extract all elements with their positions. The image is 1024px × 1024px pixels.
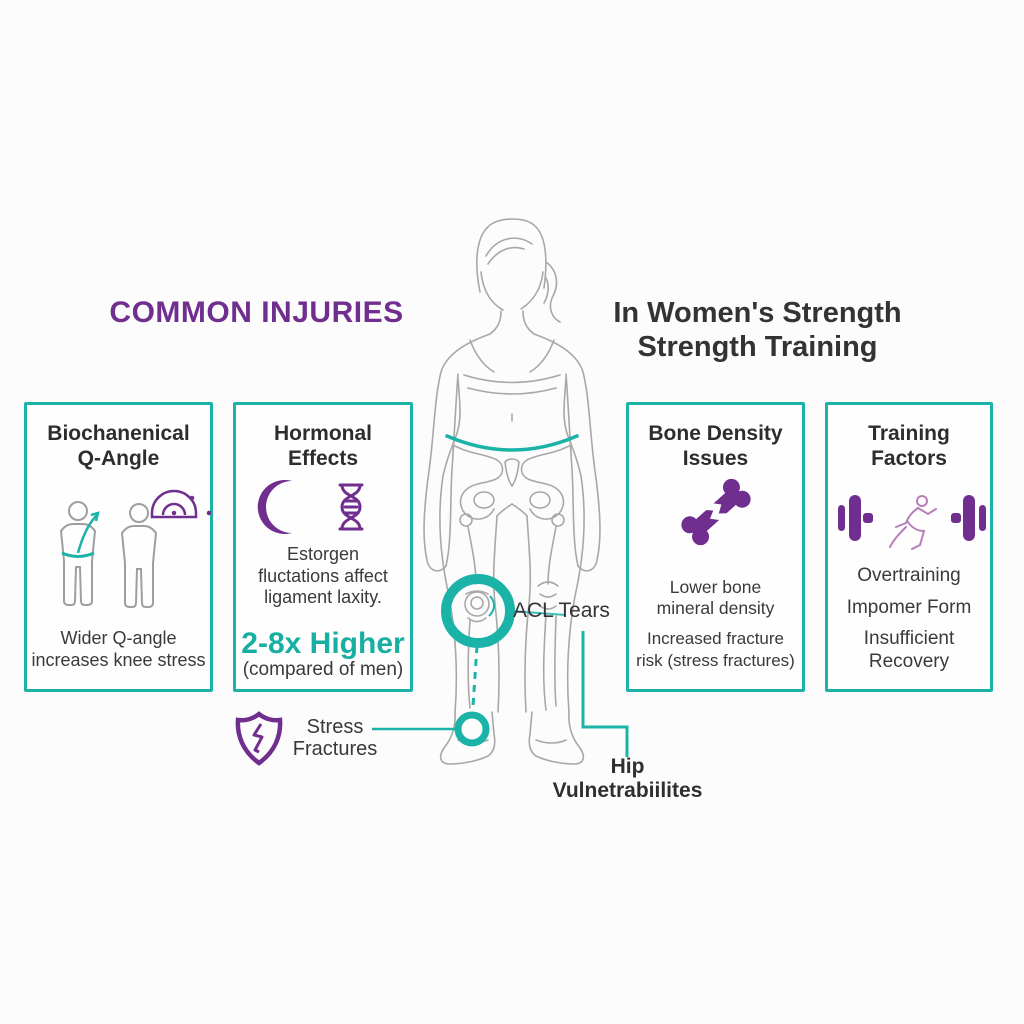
hormonal-icons <box>257 480 364 534</box>
hip-vulnerabilities-label: Hip Vulnetrabiilites <box>552 755 703 802</box>
card-title: Training Factors <box>868 422 950 470</box>
card-bone-density: Bone Density Issues Lower bone mineral d… <box>626 402 805 692</box>
training-item-2: Impomer Form <box>846 597 972 618</box>
figure-with-q-angle-icon <box>59 501 97 606</box>
card-biomechanical-q-angle: Biochanenical Q-Angle Wider Q-angle incr… <box>24 402 213 692</box>
card-title: Biochanenical Q-Angle <box>47 422 190 470</box>
stat-note: (compared of men) <box>242 659 404 680</box>
card-body-text-2: Increased fracture risk (stress fracture… <box>636 629 795 670</box>
card-title: Hormonal Effects <box>273 422 372 470</box>
card-body-text: Wider Q-angle increases knee stress <box>31 628 206 670</box>
dumbbell-left-icon <box>838 495 873 541</box>
shin-dashed-line <box>471 645 479 707</box>
subtitle-line-1: In Women's Strength <box>613 297 902 329</box>
training-item-3: Insufficient Recovery <box>863 628 955 672</box>
hip-band-line <box>445 434 579 452</box>
card-hormonal-effects: Hormonal Effects Estorgen fluctations af… <box>233 402 413 692</box>
page-subtitle: In Women's Strength Strength Training <box>600 296 915 364</box>
body-outline <box>423 218 601 765</box>
stat-value: 2-8x Higher <box>241 627 405 660</box>
figure-neutral-icon <box>120 503 158 608</box>
acl-tears-label: ACL Tears <box>513 599 610 622</box>
q-angle-arrow <box>76 514 98 554</box>
card-body-text-1: Lower bone mineral density <box>656 577 775 618</box>
q-angle-waist-band <box>61 551 95 558</box>
card-title: Bone Density Issues <box>648 422 783 470</box>
stress-fractures-label: Stress Fractures <box>292 716 378 760</box>
acl-detail-arc <box>488 595 495 617</box>
ankle-highlight-ring <box>454 711 490 747</box>
acl-highlight-ring <box>441 574 515 648</box>
dumbbell-right-icon <box>951 495 986 541</box>
broken-bone-icon <box>681 478 751 546</box>
q-angle-illustration <box>59 489 211 608</box>
card-training-factors: Training Factors Overtraining Impomer Fo… <box>825 402 993 692</box>
q-angle-arrowhead <box>90 511 100 522</box>
protractor-icon <box>150 489 211 519</box>
runner-icon <box>889 495 937 550</box>
training-item-1: Overtraining <box>857 565 961 586</box>
training-icons <box>838 495 986 550</box>
crescent-moon-icon <box>257 480 292 534</box>
stress-fracture-shield-icon <box>235 711 283 766</box>
dna-icon <box>338 483 364 531</box>
page-title: COMMON INJURIES <box>109 296 404 329</box>
hip-connector-line <box>581 631 629 757</box>
card-body-text: Estorgen fluctations affect ligament lax… <box>258 544 388 607</box>
subtitle-line-2: Strength Training <box>637 331 878 363</box>
broken-bone-shape <box>681 478 751 546</box>
